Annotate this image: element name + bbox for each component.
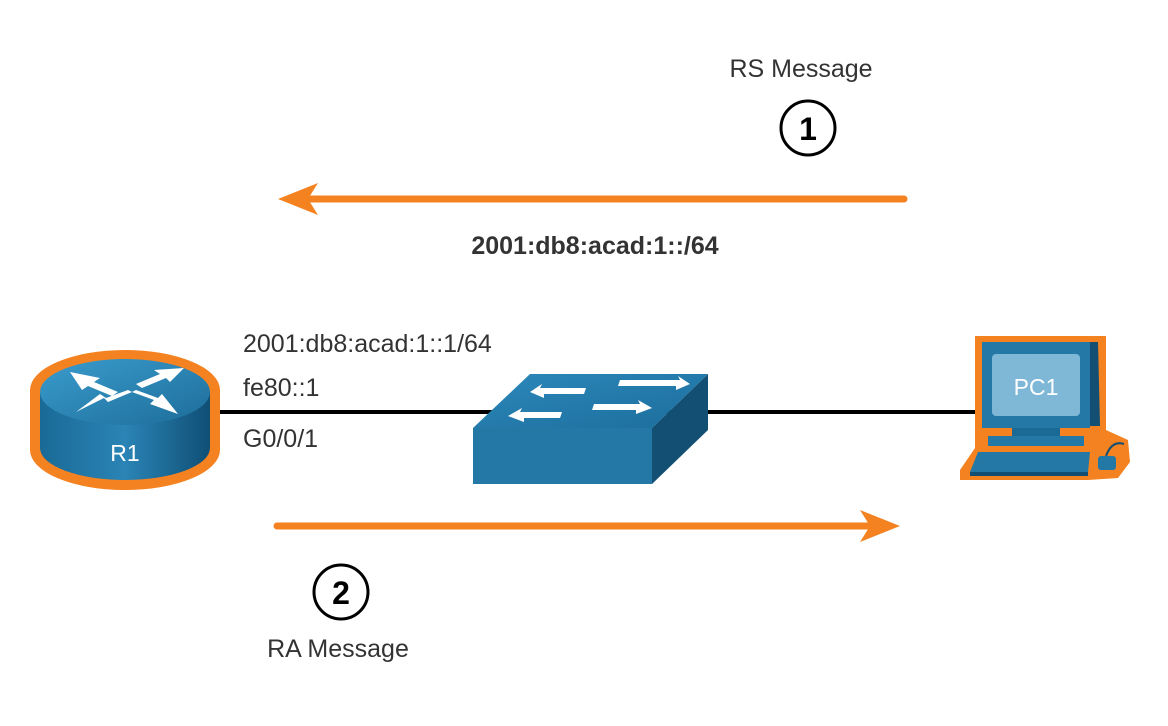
- ra-arrow: [273, 510, 900, 542]
- rs-message-label: RS Message: [729, 55, 872, 83]
- switch-icon: [473, 374, 708, 484]
- ra-message-label: RA Message: [267, 635, 409, 663]
- step-1-marker: 1: [779, 99, 837, 157]
- switch-arrows-icon: [508, 376, 690, 422]
- router-link-local-address: fe80::1: [243, 374, 319, 402]
- pc-name: PC1: [1014, 374, 1059, 400]
- router-interface-name: G0/0/1: [243, 425, 318, 453]
- rs-prefix-label: 2001:db8:acad:1::/64: [471, 232, 718, 260]
- router-icon: R1: [30, 350, 220, 490]
- router-arrows-icon: [70, 368, 184, 414]
- step-2-number: 2: [332, 575, 350, 611]
- rs-arrow: [278, 183, 908, 215]
- router-global-address: 2001:db8:acad:1::1/64: [243, 330, 492, 358]
- pc-icon: PC1: [960, 336, 1130, 480]
- step-2-marker: 2: [312, 563, 370, 621]
- router-name: R1: [110, 440, 139, 466]
- step-1-number: 1: [799, 111, 817, 147]
